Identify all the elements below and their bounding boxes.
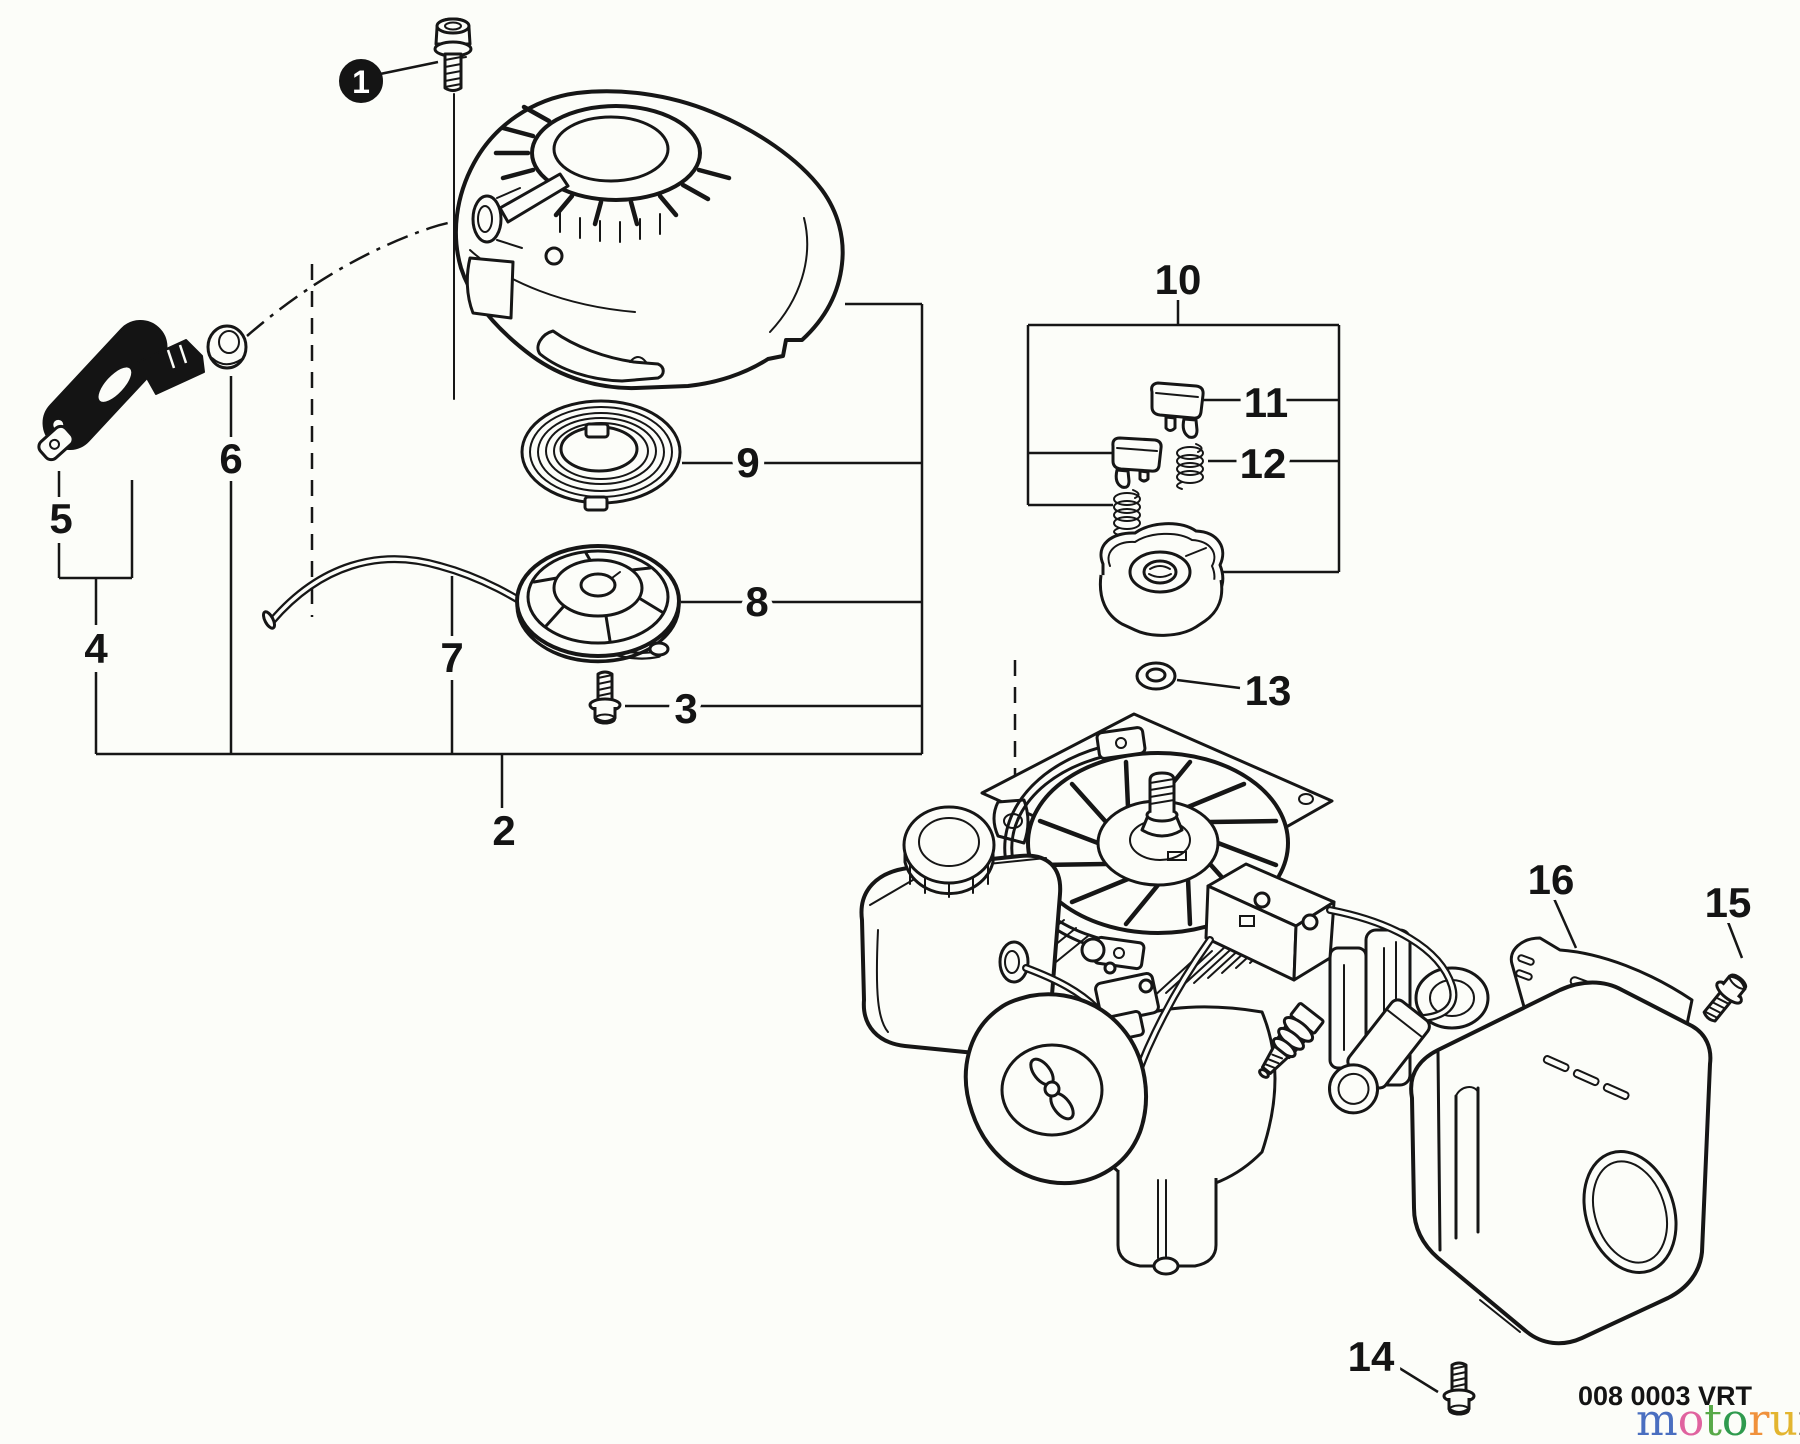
ratchet-guide-drawing — [1098, 522, 1225, 637]
fan-cover-drawing — [453, 89, 845, 391]
washer-drawing — [1135, 661, 1241, 691]
callout-4: 4 — [84, 625, 108, 672]
motoruf-letter: f — [1798, 1395, 1800, 1444]
second-pawl-drawing — [1111, 436, 1163, 489]
ignition-coil-drawing — [1204, 862, 1336, 982]
motoruf-letter: m — [1636, 1395, 1678, 1444]
motoruf-letter: o — [1721, 1395, 1749, 1444]
pawl-kit-box — [1026, 300, 1341, 574]
callout-6: 6 — [219, 435, 242, 482]
callout-7: 7 — [440, 634, 463, 681]
starter-pawl-drawing — [1150, 381, 1205, 439]
part-code: 008 0003 VRT — [1577, 1381, 1753, 1411]
starter-band-drawing — [1003, 726, 1147, 971]
spring-outer-tab — [584, 422, 610, 439]
callout-10: 10 — [1155, 256, 1202, 303]
rope-eyelet — [471, 194, 503, 244]
rope-bushing-drawing — [206, 324, 248, 370]
handle-clip-drawing — [37, 424, 75, 462]
starter-pulley-drawing — [515, 544, 681, 664]
muffler-cover-group — [1395, 893, 1748, 1416]
callout-1-disc: 1 — [339, 59, 439, 103]
callout-bracket-lines — [57, 93, 924, 808]
muffler-cover-drawing — [1409, 980, 1713, 1346]
fuel-cap-drawing — [902, 805, 996, 898]
callout-16: 16 — [1528, 856, 1575, 903]
spring-inner-tab — [583, 495, 609, 512]
pawl-spring-drawing — [1176, 443, 1204, 490]
cover-mount-screw-drawing — [1442, 1361, 1476, 1416]
spark-plug-boot-drawing — [1328, 998, 1431, 1115]
callout-2: 2 — [492, 807, 515, 854]
motoruf-letter: r — [1748, 1395, 1770, 1444]
pulley-shaft-pin — [498, 172, 570, 224]
callout-1: 1 — [352, 64, 370, 100]
callout-13: 13 — [1245, 667, 1292, 714]
engine-assembly-drawing — [859, 660, 1490, 1276]
callout-9: 9 — [736, 439, 759, 486]
rewind-spring-drawing — [520, 399, 682, 512]
cover-knob — [1029, 1057, 1075, 1121]
fan-cover-slats — [559, 211, 661, 243]
rope-path-dashline — [246, 218, 477, 337]
cover-screw-drawing — [433, 17, 473, 92]
callout-3: 3 — [674, 685, 697, 732]
handle-stem — [137, 339, 205, 395]
callout-8: 8 — [745, 578, 768, 625]
fan-cover-latch — [536, 329, 665, 383]
callout-15: 15 — [1705, 879, 1752, 926]
callout-12: 12 — [1240, 440, 1287, 487]
motoruf-letter: o — [1677, 1395, 1705, 1444]
callout-14: 14 — [1348, 1333, 1395, 1380]
callout-5: 5 — [49, 495, 72, 542]
callout-11: 11 — [1244, 379, 1288, 426]
pulley-spokes — [532, 551, 664, 643]
shield-screw-drawing — [1702, 973, 1748, 1023]
spark-plug-drawing — [1258, 1002, 1325, 1079]
pulley-screw-drawing — [588, 670, 622, 725]
pawl-spring2-drawing — [1113, 489, 1141, 536]
motoruf-letter: t — [1704, 1395, 1722, 1444]
motoruf-logo: motoruf’.de — [1636, 1396, 1800, 1443]
air-cleaner-cover-drawing — [963, 992, 1148, 1185]
motoruf-letter: u — [1769, 1395, 1798, 1444]
